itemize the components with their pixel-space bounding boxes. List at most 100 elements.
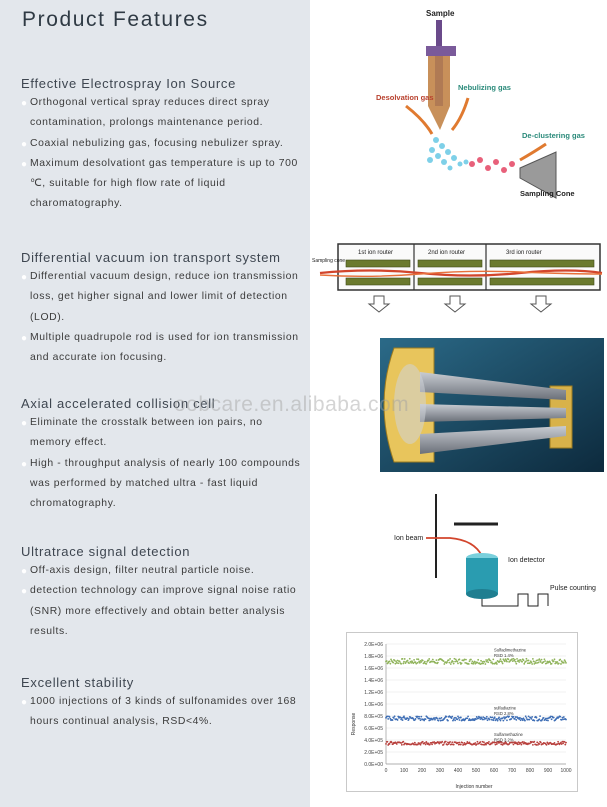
series-label: sulfadiazine bbox=[494, 705, 517, 710]
data-point bbox=[415, 662, 418, 665]
series-rsd-label: RSD 1.4% bbox=[494, 653, 514, 658]
data-point bbox=[482, 662, 485, 665]
x-tick-label: 500 bbox=[472, 768, 481, 774]
data-point bbox=[535, 659, 538, 662]
data-point bbox=[465, 658, 467, 661]
bullet-icon: ● bbox=[21, 418, 28, 429]
y-tick-label: 1.8E+06 bbox=[364, 654, 383, 660]
data-point bbox=[510, 718, 513, 720]
data-point bbox=[524, 715, 527, 718]
data-point bbox=[421, 659, 424, 662]
data-point bbox=[564, 660, 567, 663]
data-point bbox=[560, 718, 563, 721]
bullet-icon: ● bbox=[21, 697, 28, 708]
section-heading: Differential vacuum ion transport system bbox=[21, 250, 281, 265]
nebulizing-arrow bbox=[450, 97, 470, 131]
data-point bbox=[498, 716, 500, 719]
x-tick-label: 900 bbox=[544, 768, 553, 774]
data-point bbox=[525, 657, 528, 660]
list-item: ●detection technology can improve signal… bbox=[0, 581, 310, 642]
data-point bbox=[495, 741, 498, 744]
data-point bbox=[402, 740, 405, 743]
bullet-list: ●Differential vacuum design, reduce ion … bbox=[0, 267, 310, 368]
data-point bbox=[461, 741, 464, 744]
data-point bbox=[417, 658, 420, 661]
label-declustering-gas: De-clustering gas bbox=[522, 131, 585, 140]
data-point bbox=[531, 715, 534, 718]
data-point bbox=[485, 660, 488, 663]
data-point bbox=[479, 741, 482, 743]
data-point bbox=[513, 718, 516, 720]
data-point bbox=[467, 715, 469, 718]
data-point bbox=[386, 715, 389, 718]
data-point bbox=[424, 718, 427, 720]
data-point bbox=[529, 662, 531, 664]
data-point bbox=[457, 662, 459, 665]
data-point bbox=[503, 716, 505, 718]
data-point bbox=[397, 662, 400, 665]
data-point bbox=[491, 662, 494, 665]
data-point bbox=[466, 717, 469, 720]
data-point bbox=[410, 661, 413, 664]
data-point bbox=[453, 657, 456, 660]
data-point bbox=[564, 743, 567, 746]
desolvation-arrow bbox=[405, 104, 434, 135]
data-point bbox=[499, 719, 502, 722]
data-point bbox=[412, 718, 415, 720]
data-point bbox=[452, 743, 455, 746]
data-point bbox=[394, 662, 397, 665]
ion-beam-path bbox=[426, 537, 483, 557]
data-point bbox=[565, 718, 567, 721]
data-point bbox=[423, 719, 426, 722]
x-tick-label: 700 bbox=[508, 768, 517, 774]
data-point bbox=[559, 658, 562, 661]
data-point bbox=[498, 660, 501, 663]
data-point bbox=[423, 660, 426, 663]
data-point bbox=[403, 715, 405, 718]
data-point bbox=[393, 715, 396, 718]
bullet-icon: ● bbox=[21, 458, 28, 470]
series-label: Sulfamethazine bbox=[494, 732, 524, 737]
data-point bbox=[501, 741, 503, 744]
data-point bbox=[486, 659, 489, 662]
data-point bbox=[524, 660, 527, 663]
data-point bbox=[521, 718, 523, 720]
data-point bbox=[531, 740, 534, 743]
data-point bbox=[518, 743, 521, 745]
data-point bbox=[397, 715, 400, 718]
data-point bbox=[534, 662, 537, 665]
data-point bbox=[426, 660, 428, 663]
data-point bbox=[425, 662, 428, 665]
data-point bbox=[427, 742, 430, 745]
data-point bbox=[402, 662, 405, 665]
data-point bbox=[429, 743, 431, 746]
data-point bbox=[480, 659, 482, 662]
data-point bbox=[552, 660, 555, 663]
data-point bbox=[452, 719, 454, 722]
y-tick-label: 4.0E+05 bbox=[364, 738, 383, 744]
data-point bbox=[451, 741, 454, 744]
data-point bbox=[495, 663, 498, 665]
data-point bbox=[547, 719, 549, 722]
series-2 bbox=[385, 740, 567, 746]
bullet-icon: ● bbox=[21, 158, 28, 170]
series-0 bbox=[385, 657, 567, 665]
data-point bbox=[489, 659, 492, 662]
data-point bbox=[435, 659, 438, 661]
data-point bbox=[537, 743, 539, 746]
data-point bbox=[476, 661, 479, 664]
data-point bbox=[490, 716, 493, 719]
data-point bbox=[485, 743, 487, 746]
list-item: ●Maximum desolvationt gas temperature is… bbox=[0, 154, 310, 215]
data-point bbox=[560, 663, 562, 665]
data-point bbox=[556, 743, 559, 745]
data-point bbox=[421, 740, 424, 743]
data-point bbox=[441, 740, 444, 743]
label-sample: Sample bbox=[426, 9, 455, 18]
y-tick-label: 1.6E+06 bbox=[364, 666, 383, 672]
data-point bbox=[539, 661, 542, 663]
data-point bbox=[400, 717, 403, 719]
data-point bbox=[496, 719, 499, 722]
y-tick-label: 1.0E+06 bbox=[364, 702, 383, 708]
data-point bbox=[530, 717, 533, 720]
